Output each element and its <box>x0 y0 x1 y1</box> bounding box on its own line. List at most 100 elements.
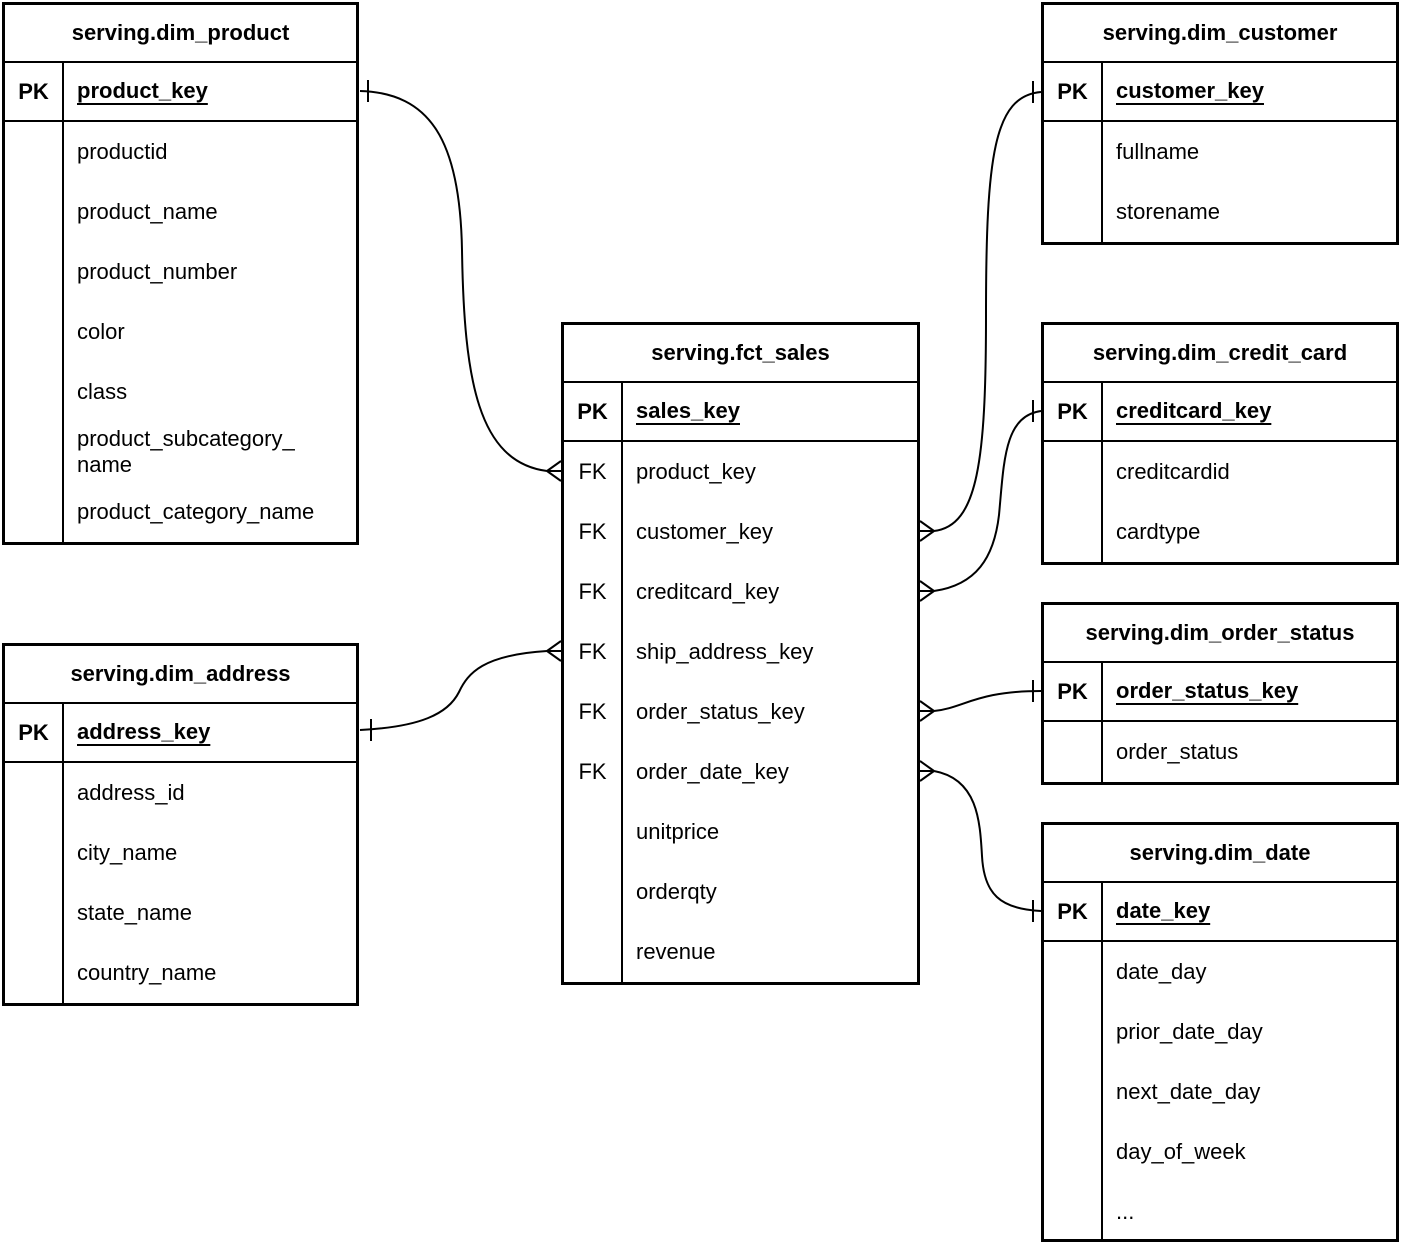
row-field-name: date_day <box>1116 958 1207 984</box>
row-key-label <box>1044 182 1103 242</box>
row-field-name: creditcard_key <box>636 578 780 604</box>
relationship-sales-product <box>359 80 562 482</box>
row-field-name: order_status <box>1116 738 1239 764</box>
row-key-label <box>5 422 64 482</box>
row-field-name: productid <box>77 138 168 164</box>
row-field-name: product_category_name <box>77 498 315 524</box>
row-field-name: address_id <box>77 779 185 805</box>
table-row: product_subcategory_ name <box>5 422 356 482</box>
pk-badge: PK <box>564 383 623 440</box>
row-field-name: day_of_week <box>1116 1138 1246 1164</box>
table-title: serving.fct_sales <box>564 325 917 383</box>
row-field-name: color <box>77 318 125 344</box>
table-row: date_day <box>1044 942 1396 1002</box>
pk-badge: PK <box>5 63 64 120</box>
table-title: serving.dim_credit_card <box>1044 325 1396 383</box>
pk-field-name: address_key <box>77 719 211 745</box>
row-field-name: next_date_day <box>1116 1078 1261 1104</box>
row-key-label <box>564 922 623 982</box>
pk-field-name: creditcard_key <box>1116 398 1272 424</box>
row-key-label <box>5 763 64 823</box>
table-row: storename <box>1044 182 1396 242</box>
table-title: serving.dim_address <box>5 646 356 704</box>
row-field-name: city_name <box>77 839 178 865</box>
row-key-label <box>5 883 64 943</box>
table-dim-credit-card: serving.dim_credit_card PK creditcard_ke… <box>1041 322 1399 565</box>
pk-badge: PK <box>1044 663 1103 720</box>
row-field-name: fullname <box>1116 138 1200 164</box>
table-row: creditcardid <box>1044 442 1396 502</box>
row-field-name: country_name <box>77 959 217 985</box>
fk-badge: FK <box>564 742 623 802</box>
table-title: serving.dim_date <box>1044 825 1396 883</box>
pk-field-name: customer_key <box>1116 78 1264 104</box>
row-key-label <box>564 862 623 922</box>
table-row: city_name <box>5 823 356 883</box>
row-key-label <box>1044 722 1103 782</box>
pk-row: PK order_status_key <box>1044 663 1396 722</box>
table-row: FK order_date_key <box>564 742 917 802</box>
relationship-line <box>933 770 1042 912</box>
pk-field-name: date_key <box>1116 898 1211 924</box>
fk-badge: FK <box>564 682 623 742</box>
row-key-label <box>1044 502 1103 562</box>
relationship-line <box>359 650 548 731</box>
table-row: revenue <box>564 922 917 982</box>
pk-field-name: product_key <box>77 78 208 104</box>
pk-badge: PK <box>1044 63 1103 120</box>
row-field-name: product_number <box>77 258 238 284</box>
table-row: prior_date_day <box>1044 1002 1396 1062</box>
row-field-name: product_name <box>77 198 218 224</box>
table-dim-address: serving.dim_address PK address_key addre… <box>2 643 359 1006</box>
table-row: orderqty <box>564 862 917 922</box>
table-row: product_number <box>5 242 356 302</box>
fk-badge: FK <box>564 562 623 622</box>
table-dim-product: serving.dim_product PK product_key produ… <box>2 2 359 545</box>
row-key-label <box>5 302 64 362</box>
row-field-name: storename <box>1116 198 1220 224</box>
pk-badge: PK <box>5 704 64 761</box>
row-key-label <box>5 182 64 242</box>
table-row: class <box>5 362 356 422</box>
row-key-label <box>1044 122 1103 182</box>
fk-badge: FK <box>564 442 623 502</box>
relationship-sales-address <box>359 640 562 741</box>
row-field-name: cardtype <box>1116 518 1201 544</box>
row-key-label <box>1044 1062 1103 1122</box>
table-row: color <box>5 302 356 362</box>
pk-field-name: sales_key <box>636 398 740 424</box>
relationship-sales-creditcard <box>919 400 1042 602</box>
table-row: FK product_key <box>564 442 917 502</box>
row-key-label <box>5 362 64 422</box>
table-title: serving.dim_order_status <box>1044 605 1396 663</box>
row-field-name: orderqty <box>636 878 717 904</box>
table-row: next_date_day <box>1044 1062 1396 1122</box>
row-field-name: order_date_key <box>636 758 789 784</box>
table-dim-customer: serving.dim_customer PK customer_key ful… <box>1041 2 1399 245</box>
table-row: address_id <box>5 763 356 823</box>
fk-badge: FK <box>564 622 623 682</box>
crow-foot-icon <box>546 640 562 662</box>
row-field-name: prior_date_day <box>1116 1018 1263 1044</box>
row-field-name: customer_key <box>636 518 773 544</box>
relationship-line <box>359 90 548 472</box>
relationship-line <box>933 690 1042 712</box>
row-field-name: class <box>77 378 128 404</box>
pk-row: PK product_key <box>5 63 356 122</box>
row-field-name: ... <box>1116 1198 1135 1224</box>
table-row: productid <box>5 122 356 182</box>
row-field-name: state_name <box>77 899 192 925</box>
crow-foot-icon <box>546 460 562 482</box>
row-field-name: product_key <box>636 458 756 484</box>
table-row: order_status <box>1044 722 1396 782</box>
table-row: cardtype <box>1044 502 1396 562</box>
table-row: ... <box>1044 1182 1396 1242</box>
relationship-line <box>933 91 1042 532</box>
relationship-sales-orderstatus <box>919 680 1042 722</box>
pk-row: PK date_key <box>1044 883 1396 942</box>
table-row: unitprice <box>564 802 917 862</box>
pk-badge: PK <box>1044 883 1103 940</box>
table-row: fullname <box>1044 122 1396 182</box>
